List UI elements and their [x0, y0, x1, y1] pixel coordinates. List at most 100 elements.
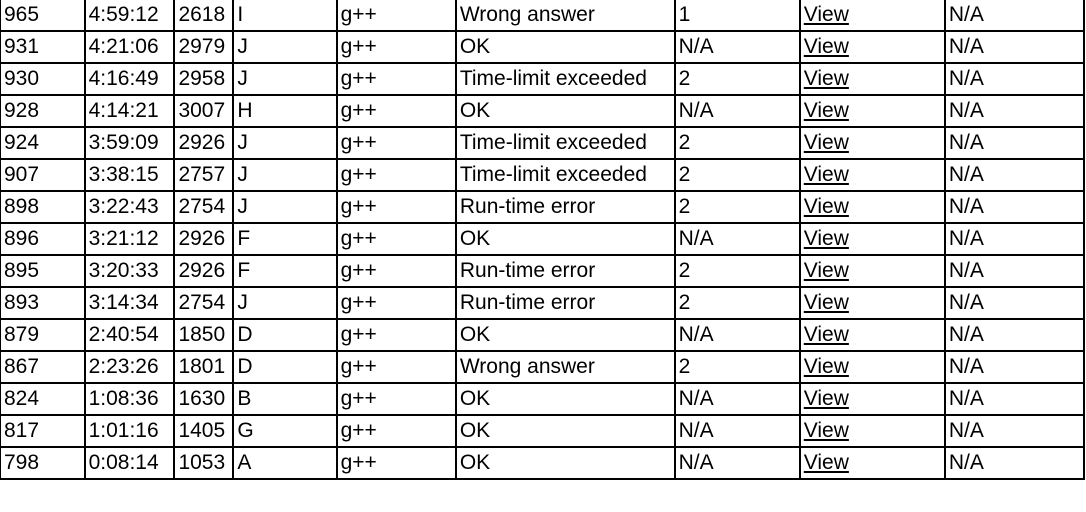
cell-team: 2926 [173, 126, 235, 160]
cell-id: 867 [0, 350, 86, 384]
view-link[interactable]: View [803, 35, 849, 58]
cell-verdict: Run-time error [454, 190, 676, 224]
cell-id: 928 [0, 94, 86, 128]
cell-problem: J [232, 286, 338, 320]
cell-team: 1801 [173, 350, 235, 384]
cell-team: 2757 [173, 158, 235, 192]
cell-time: 3:22:43 [83, 190, 176, 224]
cell-view: View [798, 158, 946, 192]
cell-language: g++ [335, 350, 457, 384]
cell-extra: N/A [943, 414, 1086, 448]
cell-id: 824 [0, 382, 86, 416]
view-link[interactable]: View [803, 227, 849, 250]
cell-team: 2754 [173, 286, 235, 320]
cell-extra: N/A [943, 30, 1086, 64]
cell-test: 2 [673, 286, 801, 320]
cell-extra: N/A [943, 190, 1086, 224]
cell-extra: N/A [943, 350, 1086, 384]
cell-time: 4:59:12 [83, 0, 176, 32]
cell-view: View [798, 318, 946, 352]
cell-view: View [798, 382, 946, 416]
cell-view: View [798, 126, 946, 160]
cell-language: g++ [335, 254, 457, 288]
view-link[interactable]: View [803, 387, 849, 410]
view-link[interactable]: View [803, 99, 849, 122]
cell-problem: F [232, 254, 338, 288]
cell-time: 3:20:33 [83, 254, 176, 288]
cell-language: g++ [335, 286, 457, 320]
cell-verdict: OK [454, 318, 676, 352]
cell-verdict: Run-time error [454, 286, 676, 320]
cell-team: 1053 [173, 446, 235, 480]
cell-team: 2979 [173, 30, 235, 64]
view-link[interactable]: View [803, 131, 849, 154]
view-link[interactable]: View [803, 355, 849, 378]
cell-test: 1 [673, 0, 801, 32]
cell-time: 4:21:06 [83, 30, 176, 64]
view-link[interactable]: View [803, 451, 849, 474]
cell-verdict: Time-limit exceeded [454, 126, 676, 160]
cell-time: 1:08:36 [83, 382, 176, 416]
cell-time: 4:14:21 [83, 94, 176, 128]
cell-verdict: OK [454, 94, 676, 128]
cell-team: 2754 [173, 190, 235, 224]
cell-test: N/A [673, 222, 801, 256]
view-link[interactable]: View [803, 195, 849, 218]
cell-verdict: Time-limit exceeded [454, 62, 676, 96]
cell-verdict: Wrong answer [454, 350, 676, 384]
cell-extra: N/A [943, 318, 1086, 352]
cell-id: 879 [0, 318, 86, 352]
cell-id: 798 [0, 446, 86, 480]
view-link[interactable]: View [803, 259, 849, 282]
view-link[interactable]: View [803, 291, 849, 314]
cell-id: 924 [0, 126, 86, 160]
cell-test: N/A [673, 318, 801, 352]
cell-verdict: Run-time error [454, 254, 676, 288]
cell-id: 965 [0, 0, 86, 32]
cell-test: 2 [673, 190, 801, 224]
cell-extra: N/A [943, 222, 1086, 256]
cell-view: View [798, 414, 946, 448]
view-link[interactable]: View [803, 419, 849, 442]
cell-test: N/A [673, 30, 801, 64]
cell-time: 3:14:34 [83, 286, 176, 320]
cell-id: 893 [0, 286, 86, 320]
cell-team: 2926 [173, 222, 235, 256]
cell-team: 2958 [173, 62, 235, 96]
cell-team: 2618 [173, 0, 235, 32]
view-link[interactable]: View [803, 67, 849, 90]
cell-time: 3:38:15 [83, 158, 176, 192]
cell-time: 2:23:26 [83, 350, 176, 384]
cell-extra: N/A [943, 94, 1086, 128]
cell-problem: B [232, 382, 338, 416]
view-link[interactable]: View [803, 323, 849, 346]
cell-verdict: OK [454, 446, 676, 480]
cell-language: g++ [335, 158, 457, 192]
view-link[interactable]: View [803, 3, 849, 26]
cell-view: View [798, 62, 946, 96]
view-link[interactable]: View [803, 163, 849, 186]
cell-problem: H [232, 94, 338, 128]
cell-language: g++ [335, 190, 457, 224]
cell-extra: N/A [943, 254, 1086, 288]
cell-id: 895 [0, 254, 86, 288]
cell-id: 817 [0, 414, 86, 448]
cell-view: View [798, 190, 946, 224]
cell-extra: N/A [943, 286, 1086, 320]
cell-extra: N/A [943, 126, 1086, 160]
cell-test: 2 [673, 158, 801, 192]
cell-problem: J [232, 126, 338, 160]
cell-problem: D [232, 318, 338, 352]
cell-language: g++ [335, 382, 457, 416]
cell-view: View [798, 350, 946, 384]
